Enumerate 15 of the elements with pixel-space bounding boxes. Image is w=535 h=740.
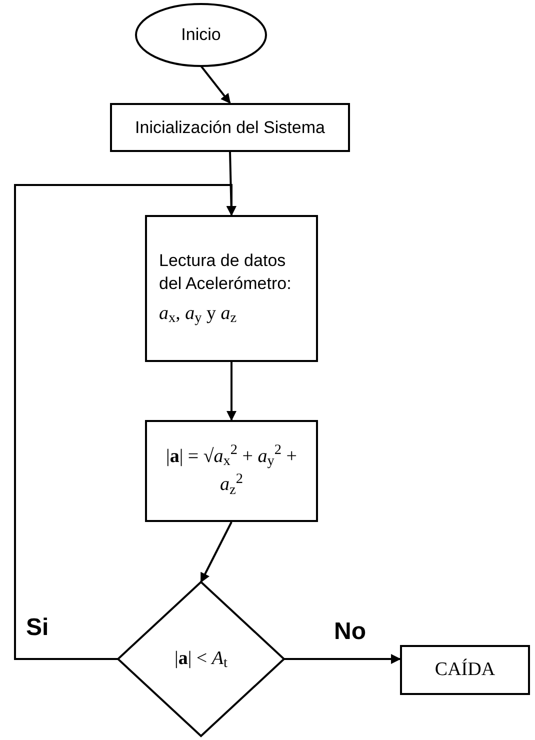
process-box (110, 103, 350, 152)
arrow (284, 654, 401, 664)
arrow (200, 65, 231, 104)
arrow (200, 522, 232, 583)
process-box (400, 645, 530, 695)
node-text: Inicialización del Sistema (135, 116, 325, 139)
node-text: |a| < A$_{t}$ (174, 646, 228, 674)
node-text: Inicio (181, 24, 221, 46)
arrow (14, 184, 236, 660)
process-box (145, 420, 318, 522)
node-text: Lectura de datos del Acelerómetro: (159, 250, 292, 296)
process-box (145, 215, 318, 362)
node-text: CAÍDA (434, 658, 496, 682)
arrow (226, 362, 236, 421)
node-text: a$_{x}$, a$_{y}$ y a$_{z}$ (159, 302, 237, 328)
